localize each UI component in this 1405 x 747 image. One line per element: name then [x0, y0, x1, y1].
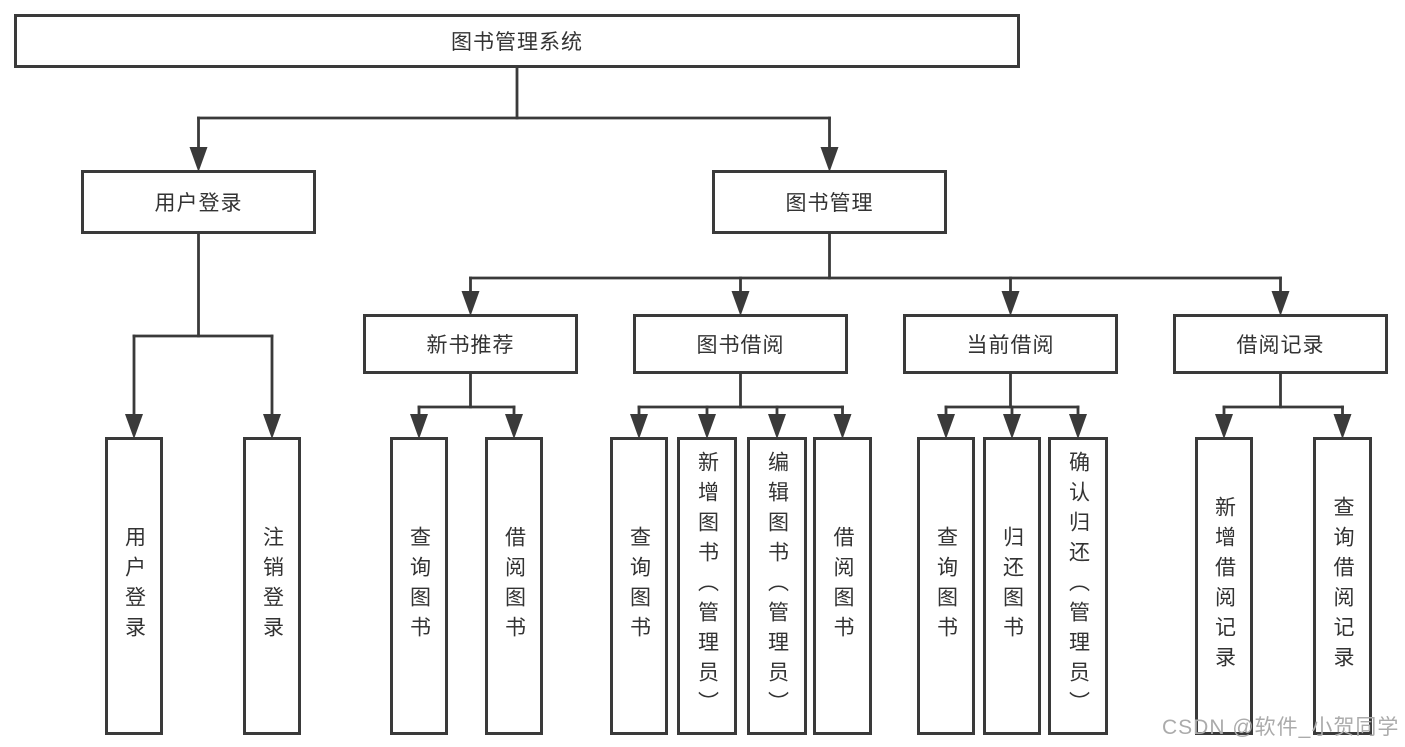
node-edit-books-admin: 编辑图书（管理员） — [747, 437, 807, 735]
node-add-borrow-record: 新增借阅记录 — [1195, 437, 1253, 735]
node-borrow-books-borrow: 借阅图书 — [813, 437, 872, 735]
node-book-mgmt: 图书管理 — [712, 170, 947, 234]
node-label: 确认归还（管理员） — [1066, 451, 1090, 721]
node-add-books-admin: 新增图书（管理员） — [677, 437, 737, 735]
node-current-borrow: 当前借阅 — [903, 314, 1118, 374]
node-label: 借阅记录 — [1236, 334, 1325, 357]
arrowhead-icon — [937, 414, 955, 439]
node-borrow-records: 借阅记录 — [1173, 314, 1388, 374]
arrowhead-icon — [125, 414, 143, 439]
arrowhead-icon — [1215, 414, 1233, 439]
node-label: 新书推荐 — [426, 334, 515, 357]
node-query-books-current: 查询图书 — [917, 437, 975, 735]
arrowhead-icon — [1271, 291, 1290, 316]
node-query-books-borrow: 查询图书 — [610, 437, 668, 735]
arrowhead-icon — [1001, 291, 1020, 316]
node-label: 用户登录 — [154, 192, 243, 215]
node-label: 查询图书 — [627, 526, 651, 646]
arrowhead-icon — [1003, 414, 1021, 439]
node-label: 用户登录 — [122, 526, 146, 646]
node-login-leaf: 用户登录 — [105, 437, 163, 735]
node-logout-leaf: 注销登录 — [243, 437, 301, 735]
node-label: 编辑图书（管理员） — [765, 451, 789, 721]
arrowhead-icon — [189, 147, 208, 172]
arrowhead-icon — [698, 414, 716, 439]
node-new-book-rec: 新书推荐 — [363, 314, 578, 374]
arrowhead-icon — [630, 414, 648, 439]
node-query-books-rec: 查询图书 — [390, 437, 448, 735]
arrowhead-icon — [1333, 414, 1352, 439]
arrowhead-icon — [410, 414, 428, 439]
arrowhead-icon — [263, 414, 281, 439]
node-label: 图书管理 — [785, 192, 874, 215]
watermark: CSDN @软件_小贺同学 — [1162, 716, 1400, 739]
node-label: 查询借阅记录 — [1331, 496, 1354, 676]
node-label: 归还图书 — [1000, 526, 1024, 646]
node-root: 图书管理系统 — [14, 14, 1020, 68]
node-label: 查询图书 — [407, 526, 431, 646]
node-label: 当前借阅 — [966, 334, 1055, 357]
arrowhead-icon — [505, 414, 523, 439]
node-query-borrow-record: 查询借阅记录 — [1313, 437, 1372, 735]
arrowhead-icon — [461, 291, 480, 316]
arrowhead-icon — [820, 147, 839, 172]
arrowhead-icon — [731, 291, 750, 316]
node-label: 新增借阅记录 — [1212, 496, 1236, 676]
arrowhead-icon — [1069, 414, 1087, 439]
node-label: 注销登录 — [260, 526, 284, 646]
node-label: 借阅图书 — [502, 526, 526, 646]
node-label: 借阅图书 — [831, 526, 854, 646]
arrowhead-icon — [768, 414, 786, 439]
node-user-login: 用户登录 — [81, 170, 316, 234]
node-label: 查询图书 — [934, 526, 958, 646]
node-borrow-books-rec: 借阅图书 — [485, 437, 543, 735]
arrowhead-icon — [833, 414, 852, 439]
node-label: 新增图书（管理员） — [695, 451, 719, 721]
node-confirm-return: 确认归还（管理员） — [1048, 437, 1108, 735]
node-label: 图书管理系统 — [451, 31, 583, 54]
node-book-borrow: 图书借阅 — [633, 314, 848, 374]
node-return-books: 归还图书 — [983, 437, 1041, 735]
node-label: 图书借阅 — [696, 334, 785, 357]
